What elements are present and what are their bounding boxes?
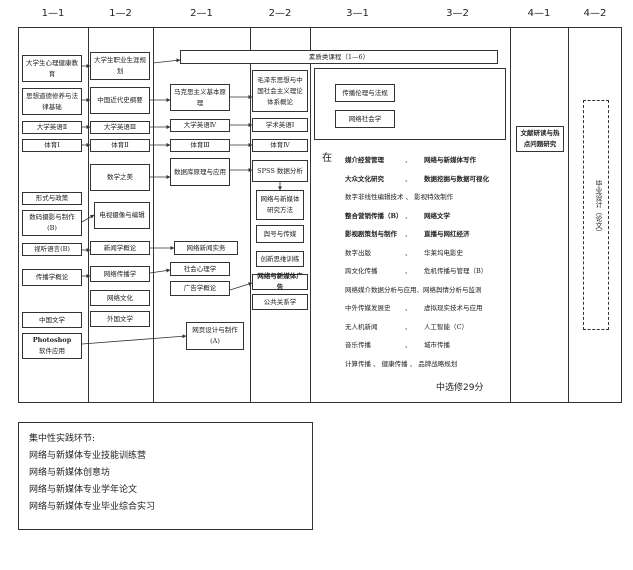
course-news-practice: 网络新闻实务 <box>174 241 238 255</box>
course-innovation: 创新思维训练 <box>256 251 304 267</box>
course-social-psychology: 社会心理学 <box>170 262 230 276</box>
elective-course: 直播与网红经济 <box>424 230 470 238</box>
header-3-1: 3—1 <box>346 8 369 19</box>
course-av-language: 视听语言(B) <box>22 243 82 256</box>
practice-title: 集中性实践环节: <box>29 434 96 444</box>
course-literature-review: 文献研读与热点问题研究 <box>516 126 564 152</box>
elective-separator: 、 <box>405 156 412 164</box>
curriculum-frame <box>18 27 622 403</box>
course-comm-intro: 传播学概论 <box>22 269 82 286</box>
column-divider <box>510 27 511 403</box>
course-net-sociology: 网络社会学 <box>335 110 395 128</box>
graduation-thesis-label: 毕业设计（论文） <box>595 180 603 236</box>
elective-separator: 、 <box>405 341 412 349</box>
course-group-3 <box>314 68 506 140</box>
header-4-2: 4—2 <box>583 8 607 19</box>
course-digital-photo: 数码摄影与制作(B) <box>22 210 82 236</box>
graduation-thesis-box <box>583 100 609 330</box>
elective-course: 数字出版 <box>345 248 371 257</box>
course-english-4: 大学英语Ⅳ <box>170 119 230 132</box>
practice-item: 网络与新媒体创意坊 <box>29 468 111 478</box>
course-new-media-ads: 网络与新媒体广告 <box>252 272 308 291</box>
course-career-planning: 大学生职业生涯规划 <box>90 52 150 80</box>
course-modern-history: 中国近代史纲要 <box>90 87 150 114</box>
course-pr: 公共关系学 <box>252 294 308 310</box>
elective-course: 网络与新媒体写作 <box>424 156 476 164</box>
course-advertising: 广告学概论 <box>170 281 230 296</box>
elective-course: 大众文化研究 <box>345 174 384 183</box>
header-3-2: 3—2 <box>446 8 469 19</box>
course-pe-2: 体育Ⅱ <box>90 139 150 152</box>
elective-course: 网络媒介数据分析与应用、网络舆情分析与监测 <box>345 285 482 294</box>
course-net-culture: 网络文化 <box>90 290 150 306</box>
elective-credit-note: 中选修29分 <box>436 383 484 393</box>
course-pe-4: 体育Ⅳ <box>252 139 308 152</box>
elective-separator: 、 <box>405 230 412 238</box>
practice-item: 网络与新媒体专业技能训练营 <box>29 451 147 461</box>
course-tv-editing: 电视摄像与编辑 <box>94 202 150 229</box>
elective-course: 影视剧策划与制作 <box>345 230 397 238</box>
elective-separator: 、 <box>405 322 412 331</box>
elective-course: 中外传媒发展史 <box>345 304 391 312</box>
column-divider <box>310 27 311 403</box>
course-web-design: 网页设计与制作(A) <box>186 322 244 350</box>
elective-course: 华莱坞电影史 <box>424 248 463 257</box>
elective-course: 媒介经营管理 <box>345 156 384 164</box>
course-english-2: 大学英语Ⅱ <box>22 121 82 134</box>
course-news-intro: 新闻学概论 <box>90 241 150 255</box>
elective-separator: 、 <box>405 248 412 257</box>
header-4-1: 4—1 <box>527 8 551 19</box>
course-chinese-lit: 中国文学 <box>22 312 82 328</box>
elective-course: 危机传播与管理（B） <box>424 267 488 275</box>
practice-section: 集中性实践环节: 网络与新媒体专业技能训练营 网络与新媒体创意坊 网络与新媒体专… <box>18 422 313 530</box>
elective-course: 数据挖掘与数据可视化 <box>424 174 489 183</box>
elective-course: 整合营销传播（B） <box>345 211 403 220</box>
course-mental-health: 大学生心理健康教育 <box>22 55 82 82</box>
header-1-2: 1—2 <box>109 8 132 19</box>
elective-course: 计算传播 、 健康传播 、 品牌战略规划 <box>345 359 458 368</box>
course-math-beauty: 数学之美 <box>90 164 150 191</box>
course-english-3: 大学英语Ⅲ <box>90 121 150 134</box>
column-divider <box>568 27 569 403</box>
header-2-2: 2—2 <box>268 8 292 19</box>
course-pe-3: 体育Ⅲ <box>170 139 230 152</box>
course-foreign-lit: 外国文学 <box>90 311 150 327</box>
course-mao-theory: 毛泽东思想与中国社会主义理论体系概论 <box>252 70 308 112</box>
header-2-1: 2—1 <box>190 8 213 19</box>
course-net-comm: 网络传播学 <box>90 266 150 282</box>
header-1-1: 1—1 <box>41 8 65 19</box>
elective-course: 虚拟现实技术与应用 <box>424 304 483 312</box>
course-pe-1: 体育Ⅰ <box>22 139 82 152</box>
course-research-method: 网络与新媒体研究方法 <box>256 190 304 220</box>
column-divider <box>153 27 154 403</box>
course-academic-english: 学术英语Ⅰ <box>252 118 308 132</box>
electives-lead: 在 <box>322 153 332 164</box>
course-ideology-law: 思想道德修养与法律基础 <box>22 88 82 115</box>
elective-course: 城市传播 <box>424 341 450 349</box>
course-database: 数据库原理与应用 <box>170 158 230 186</box>
course-ethics-law: 传播伦理与法规 <box>335 84 395 102</box>
elective-course: 音乐传播 <box>345 341 371 349</box>
course-policy: 形式与政策 <box>22 192 82 205</box>
elective-separator: 、 <box>405 267 412 275</box>
column-divider <box>88 27 89 403</box>
quality-courses-banner: 素质类课程（1—6） <box>180 50 498 64</box>
elective-separator: 、 <box>405 174 412 183</box>
practice-item: 网络与新媒体专业学年论文 <box>29 485 138 495</box>
elective-course: 无人机新闻 <box>345 322 378 331</box>
course-spss: SPSS 数据分析 <box>252 160 308 182</box>
practice-item: 网络与新媒体专业毕业综合实习 <box>29 502 156 512</box>
elective-course: 人工智能（C） <box>424 322 468 331</box>
elective-course: 网络文学 <box>424 211 450 220</box>
elective-course: 数字非线性编辑技术 、 影视特效制作 <box>345 193 454 201</box>
elective-course: 跨文化传播 <box>345 267 378 275</box>
column-divider <box>250 27 251 403</box>
elective-separator: 、 <box>405 304 412 312</box>
course-marxism: 马克思主义基本原理 <box>170 84 230 111</box>
elective-separator: 、 <box>405 211 412 220</box>
course-planning-media: 舆号与传媒 <box>256 225 304 243</box>
